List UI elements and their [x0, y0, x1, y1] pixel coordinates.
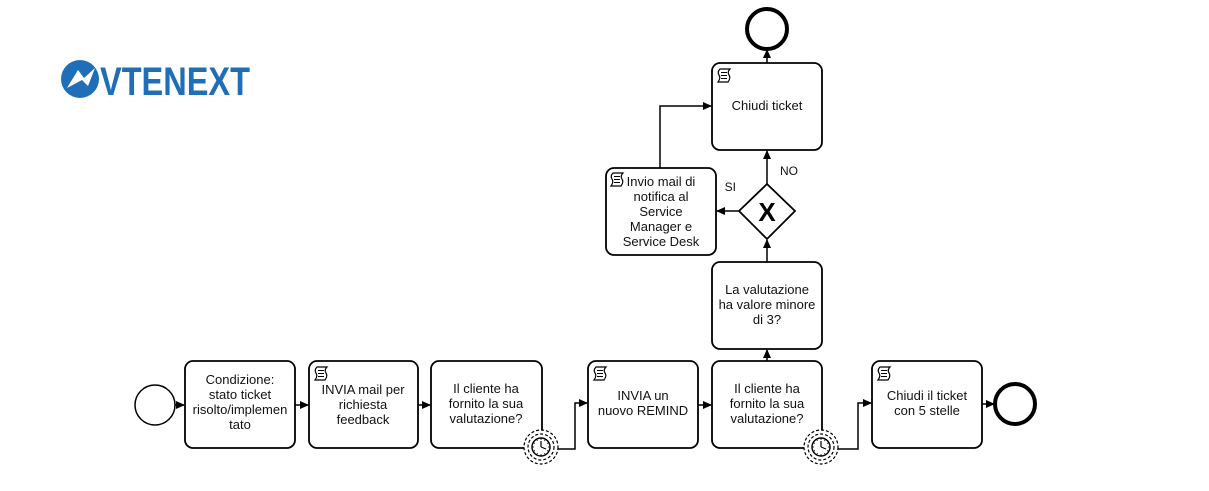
task-notify-line: Manager e: [630, 219, 692, 234]
task-close-ticket: Chiudi ticket: [711, 62, 823, 151]
task-send-feedback-line: INVIA mail per: [321, 382, 405, 397]
gateway-x-icon: X: [758, 197, 776, 227]
task-wait-rating-2-line: valutazione?: [731, 411, 804, 426]
script-icon: [592, 366, 608, 381]
sequence-flows: [175, 49, 995, 450]
task-remind-line: INVIA un: [617, 388, 668, 403]
task-remind: INVIA un nuovo REMIND: [587, 360, 699, 449]
task-wait-rating-2-line: Il cliente ha: [734, 381, 801, 396]
task-remind-line: nuovo REMIND: [598, 403, 688, 418]
task-close-5-stars-line: con 5 stelle: [894, 403, 960, 418]
timer-icon: [523, 429, 559, 465]
end-event-bottom: [993, 382, 1037, 426]
vtenext-logo: VTENEXT: [61, 60, 250, 104]
task-condition-line: Condizione:: [206, 372, 275, 387]
flow-wait2-to-close5: [838, 399, 872, 450]
task-wait-rating-1-line: fornito la sua: [449, 396, 524, 411]
timer-icon: [803, 429, 839, 465]
start-event: [134, 384, 176, 426]
task-send-feedback-line: feedback: [337, 412, 390, 427]
task-condition-line: tato: [229, 417, 251, 432]
task-condition-line: risolto/implemen: [193, 402, 288, 417]
task-wait-rating-1-line: Il cliente ha: [453, 381, 520, 396]
task-notify-line: notifica al: [634, 189, 689, 204]
script-icon: [313, 366, 329, 381]
task-close-5-stars-line: Chiudi il ticket: [887, 388, 968, 403]
script-icon: [609, 172, 625, 187]
task-notify-line: Invio mail di: [627, 174, 696, 189]
task-wait-rating-2-line: fornito la sua: [730, 396, 805, 411]
task-check-rating-line: di 3?: [753, 312, 781, 327]
gateway-no-label: NO: [780, 164, 798, 178]
flow-notify-to-close: [659, 102, 712, 168]
script-icon: [716, 68, 732, 83]
task-notify-line: Service Desk: [623, 234, 700, 249]
task-wait-rating-1-line: valutazione?: [450, 411, 523, 426]
task-check-rating: La valutazione ha valore minore di 3?: [711, 261, 823, 350]
end-event-top: [745, 7, 789, 51]
task-close-ticket-label: Chiudi ticket: [732, 98, 803, 113]
task-check-rating-line: ha valore minore: [719, 297, 816, 312]
task-wait-rating-2: Il cliente ha fornito la sua valutazione…: [711, 360, 823, 449]
task-check-rating-line: La valutazione: [725, 282, 809, 297]
script-icon: [876, 366, 892, 381]
flow-wait1-to-remind: [558, 399, 588, 450]
task-send-feedback: INVIA mail per richiesta feedback: [308, 360, 419, 449]
logo-text: VTENEXT: [100, 60, 250, 104]
task-notify: Invio mail di notifica al Service Manage…: [605, 167, 717, 256]
task-wait-rating-1: Il cliente ha fornito la sua valutazione…: [430, 360, 543, 449]
task-notify-line: Service: [639, 204, 682, 219]
gateway-yes-label: SI: [725, 180, 736, 194]
task-condition: Condizione: stato ticket risolto/impleme…: [184, 360, 296, 449]
task-close-5-stars: Chiudi il ticket con 5 stelle: [871, 360, 983, 449]
task-send-feedback-line: richiesta: [339, 397, 388, 412]
exclusive-gateway: X: [737, 182, 797, 241]
task-condition-line: stato ticket: [209, 387, 272, 402]
